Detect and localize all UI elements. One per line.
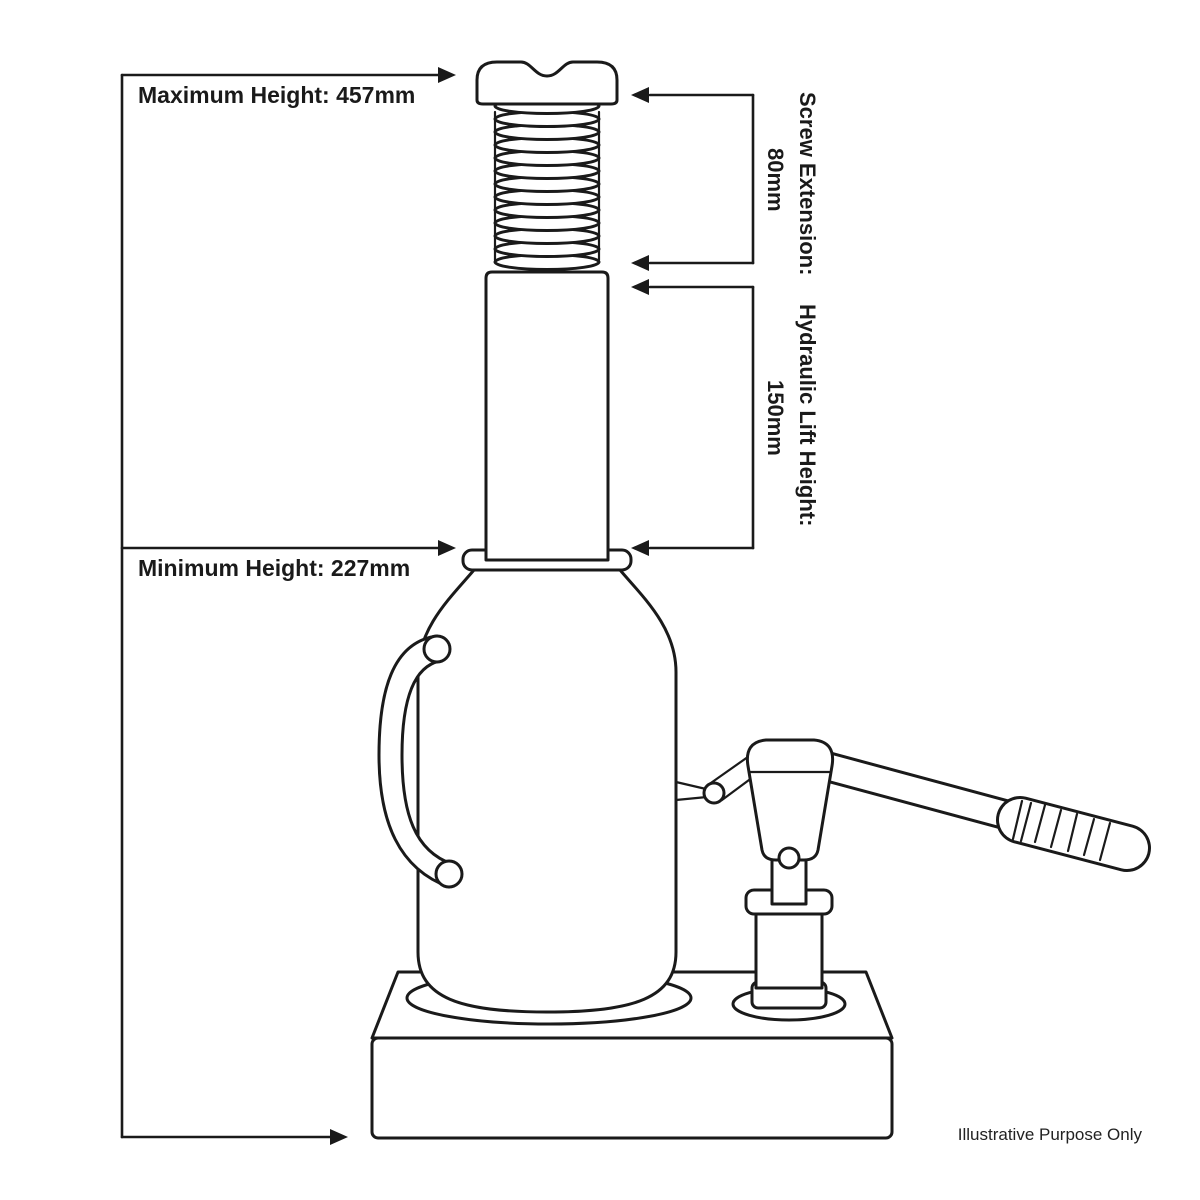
pump-assembly [674,738,1151,1010]
hydraulic-lift-value: 150mm [763,380,788,456]
jack-body [416,568,678,1014]
arrow-right-icon [438,540,456,556]
grip-hatching [1011,799,1112,862]
handle-lower-lug [434,859,464,889]
hydraulic-lift-label: Hydraulic Lift Height: [795,304,820,526]
screw-extension-value: 80mm [763,148,788,212]
pump-lever [794,746,1151,872]
dimension-lines-screw [631,87,755,271]
min-height-label: Minimum Height: 227mm [138,555,410,581]
arrow-left-icon [631,87,649,103]
arrow-left-icon [631,279,649,295]
screw-threads [493,97,601,271]
pivot-pin [777,846,801,870]
arrow-right-icon [330,1129,348,1145]
jack-ram [484,270,610,562]
arrow-right-icon [438,67,456,83]
handle-upper-lug [422,634,452,664]
dimension-lines-left [120,67,456,1145]
pump-cylinder [754,900,824,990]
arrow-left-icon [631,540,649,556]
fulcrum-pin [702,781,726,805]
screw-extension-label: Screw Extension: [795,92,820,275]
pump-linkage [674,745,778,805]
arrow-left-icon [631,255,649,271]
max-height-label: Maximum Height: 457mm [138,82,415,108]
dimension-lines-hydraulic [631,279,755,556]
lever-socket [745,738,835,862]
jack-carry-handle [377,634,464,889]
footnote-label: Illustrative Purpose Only [958,1125,1143,1144]
jack-saddle [475,60,619,106]
